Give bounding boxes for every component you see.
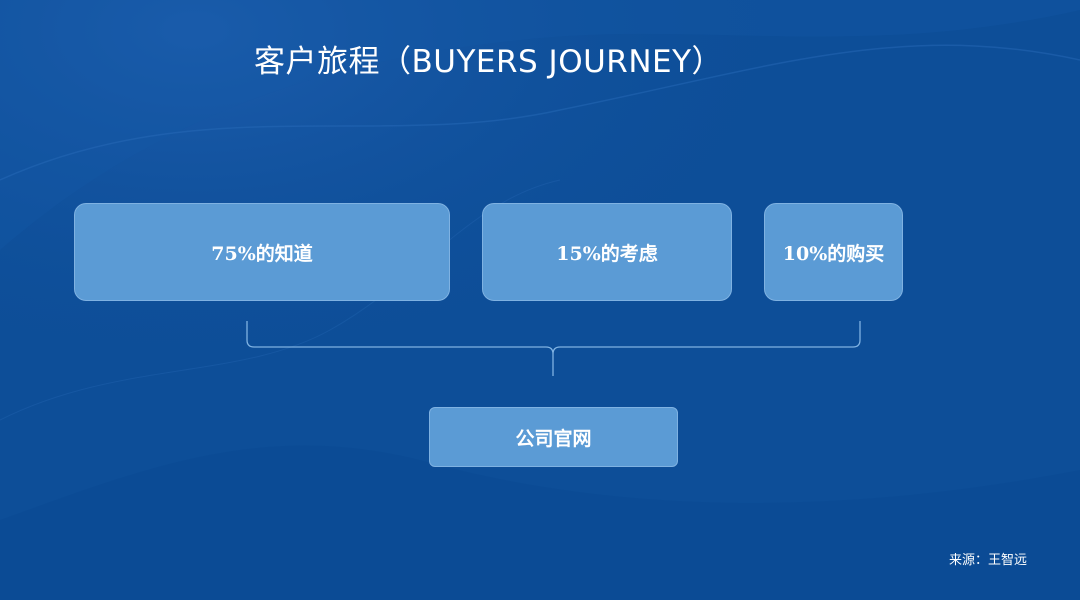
source-credit: 来源：王智远 [949, 553, 1028, 568]
stage-consideration-box: 15%的考虑 [482, 203, 732, 301]
stage-purchase-box: 10%的购买 [764, 203, 903, 301]
stage-consideration-label: 15%的考虑 [556, 242, 658, 265]
page-title: 客户旅程（BUYERS JOURNEY） [254, 44, 724, 80]
stage-purchase-label: 10%的购买 [782, 242, 885, 265]
stage-awareness-label: 75%的知道 [211, 242, 313, 265]
company-website-label: 公司官网 [515, 427, 592, 450]
company-website-box: 公司官网 [429, 407, 678, 467]
stage-awareness-box: 75%的知道 [74, 203, 450, 301]
